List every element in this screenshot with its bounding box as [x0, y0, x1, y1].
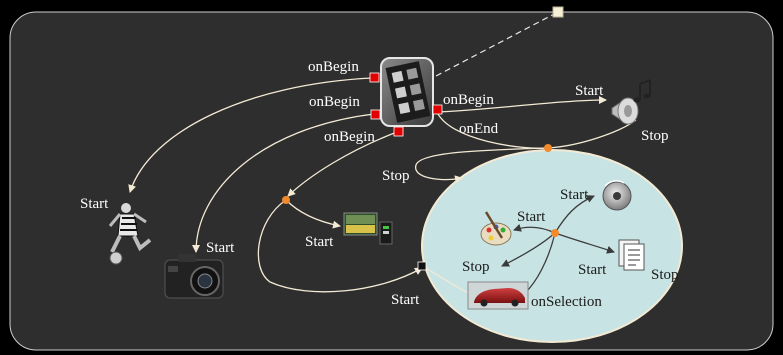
video-clip-icon[interactable] [343, 212, 393, 245]
link-stop-group [415, 147, 549, 184]
film-reel-icon [385, 61, 431, 123]
label-on-selection: onSelection [531, 294, 602, 310]
link-onbegin-runner [128, 77, 373, 193]
resize-handle[interactable] [552, 6, 564, 18]
label-onbegin-4: onBegin [443, 92, 494, 108]
links [128, 77, 637, 297]
label-start-palette: Start [517, 209, 546, 225]
document-icon[interactable] [618, 239, 645, 271]
link-inner-palette [513, 223, 556, 234]
label-start-runner: Start [80, 196, 109, 212]
label-start-doc: Start [578, 262, 607, 278]
link-junction-car [257, 199, 423, 293]
link-onbegin-audio [436, 96, 607, 113]
junction-point-inner[interactable] [551, 229, 559, 237]
label-start-camera: Start [206, 240, 235, 256]
disc-icon[interactable] [602, 180, 632, 211]
label-onbegin-3: onBegin [324, 129, 375, 145]
link-onbegin-junction [287, 131, 398, 197]
label-start-audio: Start [575, 83, 604, 99]
label-onend: onEnd [459, 121, 499, 137]
junction-point-left[interactable] [282, 196, 290, 204]
label-stop-group: Stop [382, 168, 410, 184]
football-player-icon[interactable] [108, 203, 152, 265]
port-onbegin-1[interactable] [369, 72, 380, 83]
main-film-node[interactable] [380, 57, 434, 127]
paint-palette-icon[interactable] [480, 211, 512, 246]
label-stop-audio: Stop [641, 128, 669, 144]
car-icon[interactable] [467, 281, 529, 310]
link-inner-document [554, 232, 615, 254]
junction-point-top[interactable] [544, 144, 552, 152]
labels: onBegin onBegin onBegin onBegin onEnd St… [80, 59, 679, 310]
label-stop-palette: Stop [462, 259, 490, 275]
label-start-video: Start [305, 234, 334, 250]
link-inner-car [525, 232, 556, 293]
label-start-car: Start [391, 292, 420, 308]
link-onbegin-camera [192, 113, 375, 253]
port-onbegin-4[interactable] [432, 104, 443, 115]
label-onbegin-2: onBegin [309, 94, 360, 110]
link-inner-stop [501, 232, 556, 267]
link-junction-video [285, 199, 341, 229]
port-onbegin-2[interactable] [370, 109, 381, 120]
label-start-disc: Start [560, 187, 589, 203]
speaker-music-icon[interactable] [611, 79, 651, 125]
label-stop-doc: Stop [651, 267, 679, 283]
resize-link-dashed [435, 11, 559, 77]
port-car-start[interactable] [417, 261, 427, 271]
port-onbegin-3[interactable] [393, 126, 404, 137]
link-inner-disc [554, 195, 595, 234]
label-onbegin-1: onBegin [308, 59, 359, 75]
camera-icon[interactable] [164, 254, 224, 299]
